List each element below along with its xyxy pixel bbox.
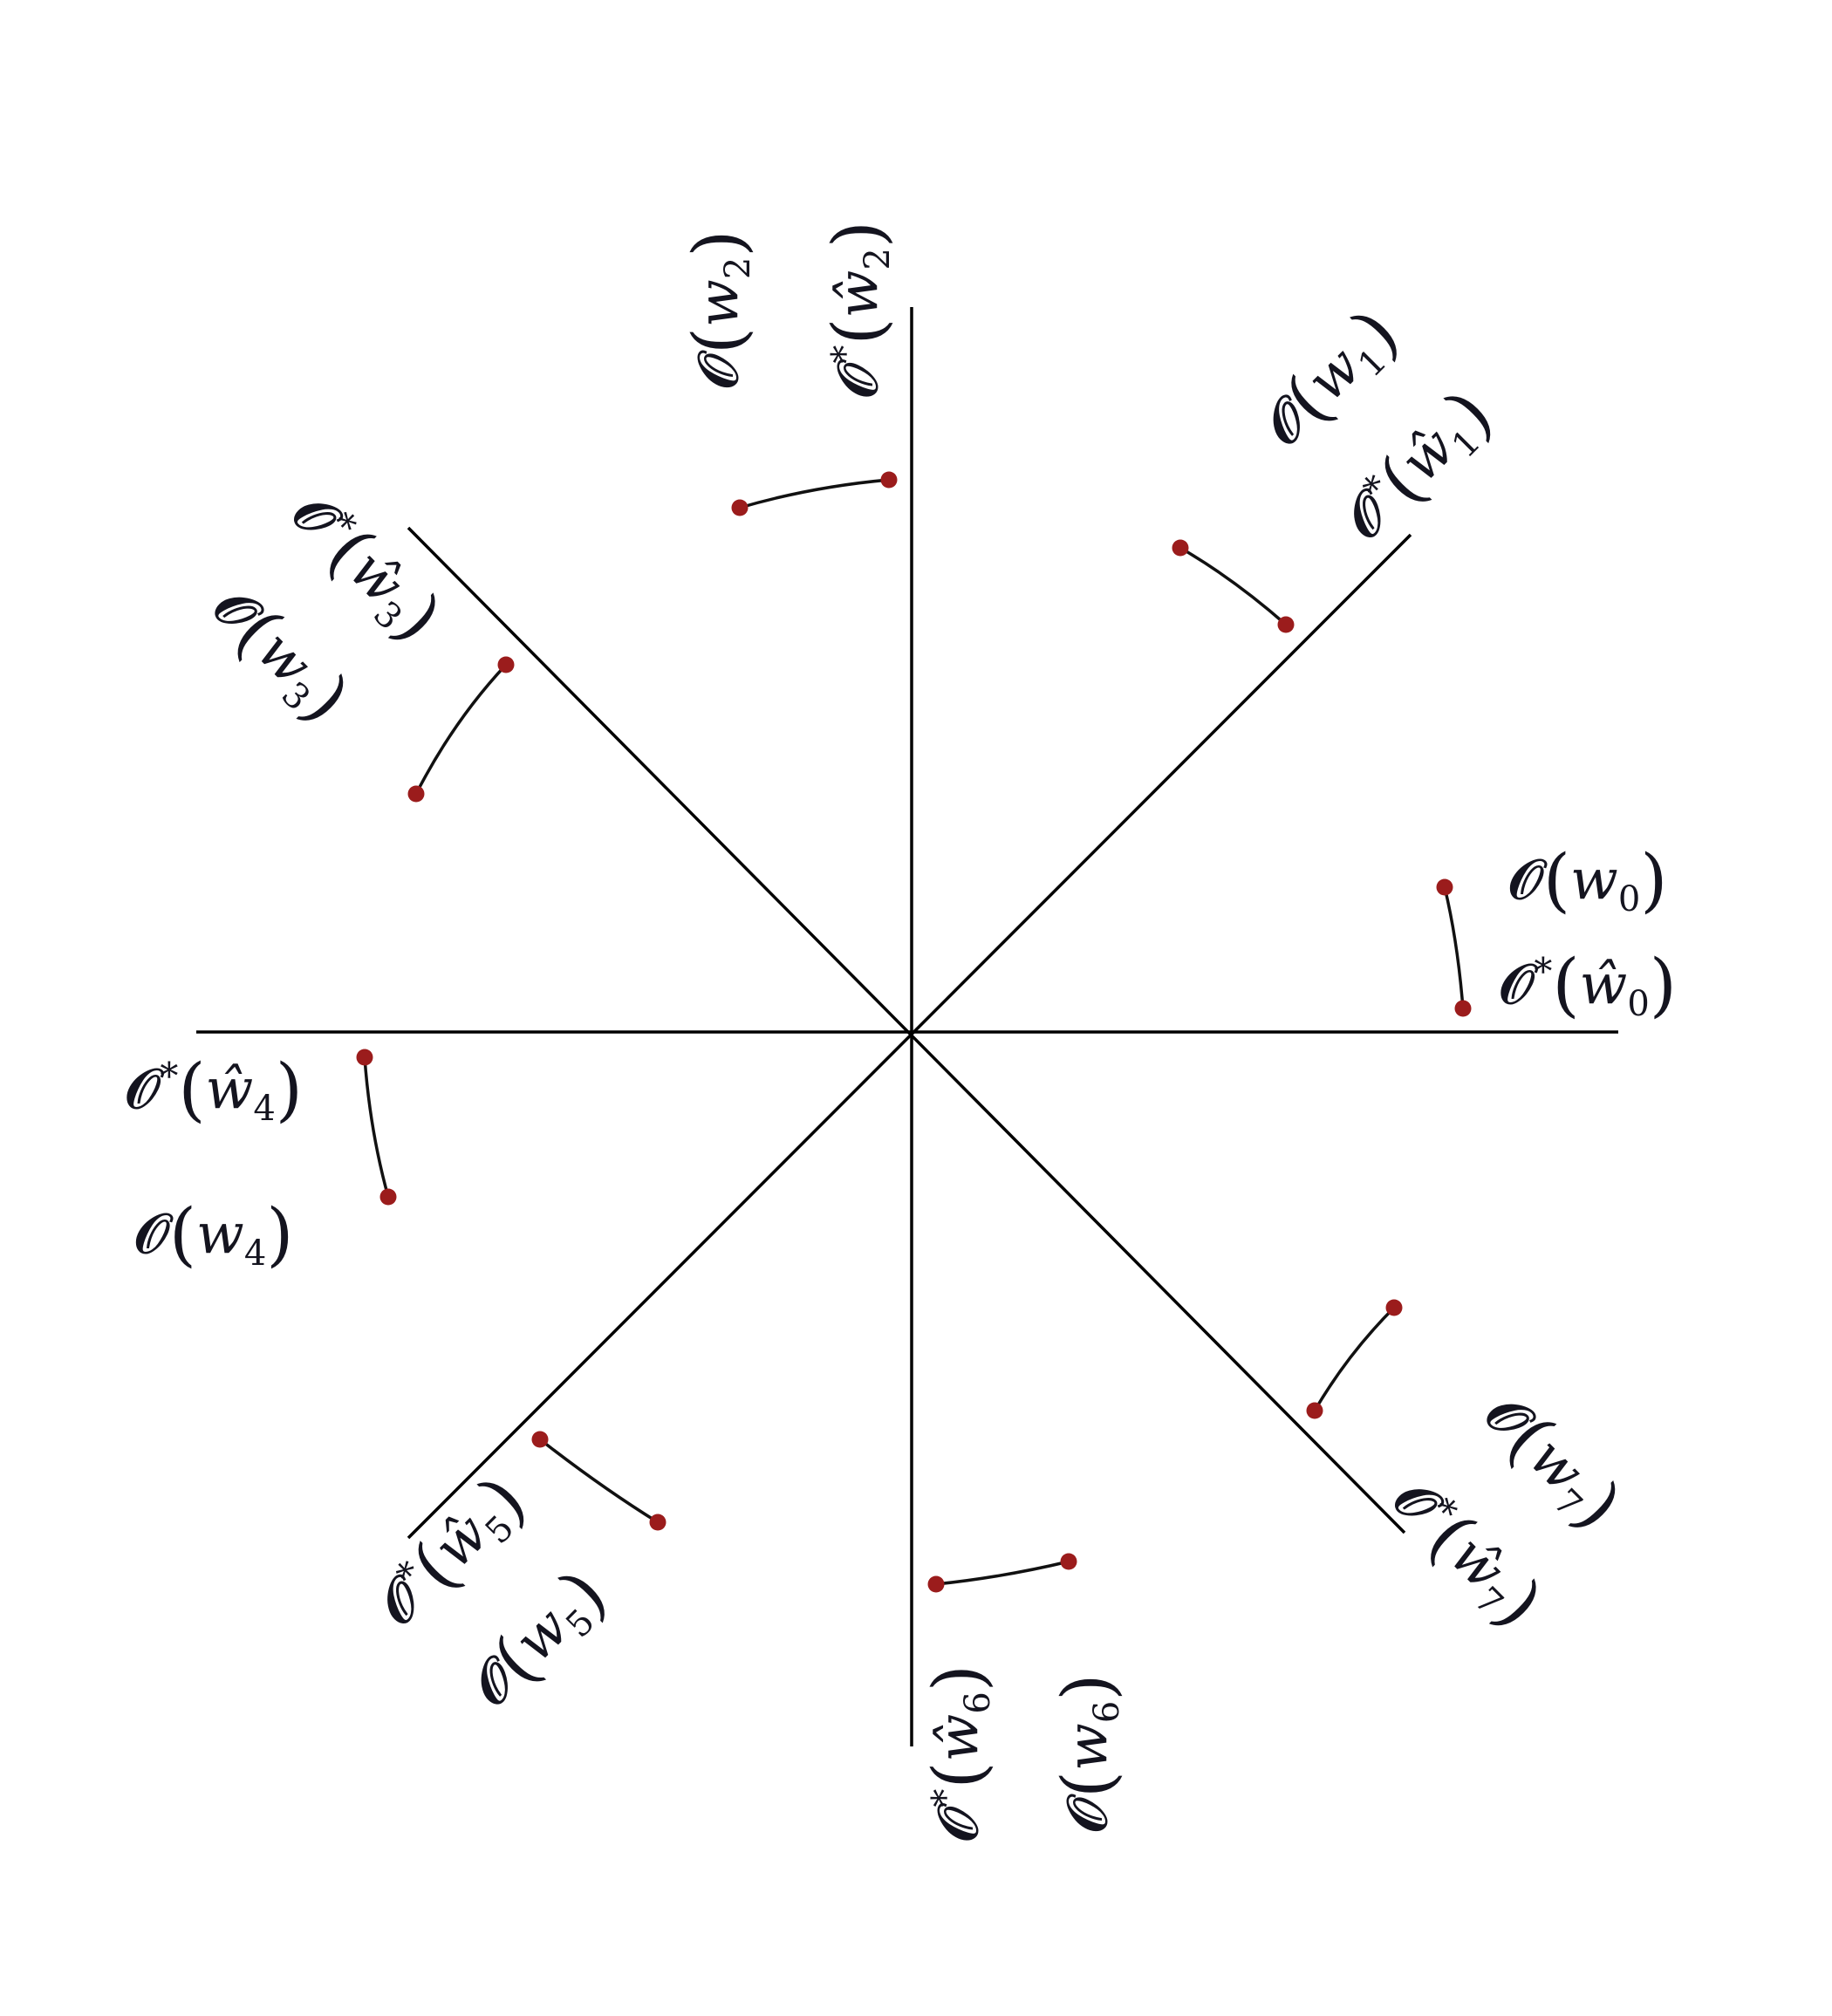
ray-7-arc	[1313, 1306, 1396, 1411]
ray-0-w-point	[1436, 878, 1453, 896]
ray-6-arc	[935, 1560, 1070, 1586]
ray-4-arc	[363, 1056, 390, 1198]
ray-5-hat-point	[649, 1514, 666, 1531]
ray-1-hat-point	[1277, 616, 1295, 633]
ray-2-w-point	[731, 499, 749, 516]
ray-2-label-w: 𝒪(w2)	[678, 229, 759, 390]
ray-0-hat-point	[1454, 1000, 1472, 1017]
ray-1-arc	[1179, 546, 1288, 626]
ray-4-hat-point	[379, 1188, 397, 1206]
ray-0-label-hat: 𝒪*(ŵ0)	[1499, 944, 1677, 1025]
ray-5-w-point	[531, 1431, 549, 1448]
ray-2-label-hat: 𝒪*(ŵ2)	[817, 221, 899, 399]
ray-4-label-hat: 𝒪*(ŵ4)	[125, 1049, 303, 1130]
ray-3-w-point	[497, 656, 515, 673]
ray-7-w-point	[1385, 1299, 1403, 1316]
ray-4-label-w: 𝒪(w4)	[133, 1193, 294, 1275]
ray-4-w-point	[356, 1049, 373, 1066]
ray-7-hat-point	[1306, 1402, 1323, 1419]
ray-0-label-w: 𝒪(w0)	[1507, 839, 1668, 920]
axis-diagonal-ne-sw	[407, 533, 1412, 1540]
orbit-points	[356, 471, 1472, 1593]
ray-1-w-point	[1172, 539, 1189, 557]
ray-6-label-hat: 𝒪*(ŵ6)	[918, 1664, 999, 1842]
ray-6-label-w: 𝒪(w6)	[1047, 1673, 1128, 1834]
axis-diagonal-nw-se	[407, 526, 1406, 1534]
ray-6-w-point	[927, 1575, 945, 1593]
ray-0-arc	[1443, 886, 1465, 1009]
axis-lines	[196, 307, 1618, 1746]
ray-3-arc	[414, 663, 508, 795]
ray-2-arc	[739, 478, 890, 509]
ray-2-hat-point	[880, 471, 898, 489]
orbit-arcs	[363, 478, 1465, 1586]
ray-5-arc	[538, 1438, 659, 1524]
ray-3-hat-point	[407, 785, 425, 803]
ray-6-hat-point	[1060, 1553, 1077, 1570]
